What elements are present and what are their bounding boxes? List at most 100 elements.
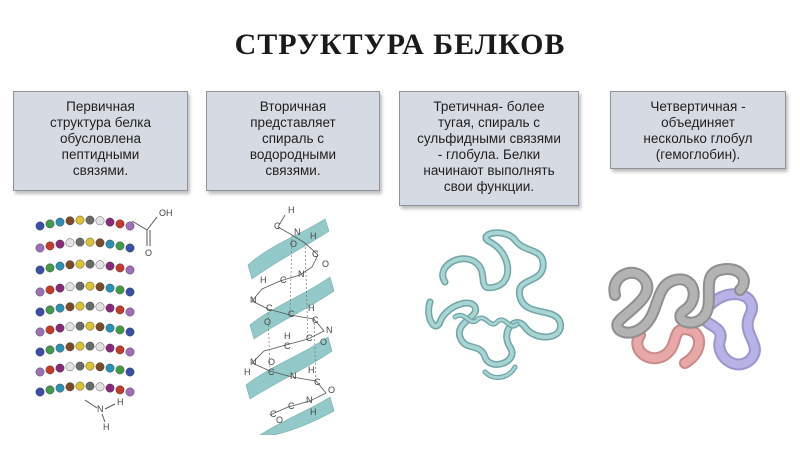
amino-acid-bead bbox=[115, 365, 125, 375]
amino-acid-bead bbox=[85, 259, 95, 269]
secondary-structure-box: Вторичная представляет спираль с водород… bbox=[206, 91, 380, 191]
amino-acid-bead bbox=[115, 325, 125, 335]
amino-acid-bead bbox=[45, 219, 55, 229]
box-line: связями. bbox=[72, 163, 129, 178]
box-line: обусловлена bbox=[59, 131, 142, 146]
amino-acid-bead bbox=[115, 345, 125, 355]
amino-acid-bead bbox=[85, 341, 95, 351]
amino-acid-bead bbox=[65, 260, 75, 270]
amino-acid-bead bbox=[95, 382, 105, 392]
amino-acid-bead bbox=[35, 221, 45, 231]
amino-acid-bead bbox=[105, 343, 115, 353]
amino-acid-bead bbox=[35, 243, 45, 253]
amino-acid-bead bbox=[55, 283, 65, 293]
amino-acid-bead bbox=[85, 361, 95, 371]
amino-acid-bead bbox=[45, 385, 55, 395]
helix-atom-o: O bbox=[322, 259, 329, 269]
amino-acid-bead bbox=[125, 347, 135, 357]
amino-acid-bead bbox=[105, 217, 115, 227]
helix-atom-o: O bbox=[264, 317, 271, 327]
tertiary-ribbon bbox=[425, 229, 564, 380]
helix-atom-n: N bbox=[298, 269, 305, 279]
quaternary-structure-box: Четвертичная - объединяет несколько глоб… bbox=[610, 91, 786, 169]
box-line: тугая, спираль с bbox=[437, 115, 541, 130]
amino-acid-bead bbox=[75, 321, 85, 331]
helix-atom-c: C bbox=[268, 367, 275, 377]
h-label: H bbox=[103, 422, 110, 432]
amino-acid-bead bbox=[45, 325, 55, 335]
helix-atom-o: O bbox=[276, 415, 283, 425]
box-line: Вторичная bbox=[259, 99, 327, 114]
amino-acid-bead bbox=[85, 301, 95, 311]
amino-acid-bead bbox=[55, 323, 65, 333]
amino-acid-bead bbox=[75, 281, 85, 291]
box-line: свои функции. bbox=[443, 179, 535, 194]
amino-acid-bead bbox=[125, 367, 135, 377]
primary-structure-box: Первичная структура белка обусловлена пе… bbox=[13, 91, 188, 191]
amino-acid-bead bbox=[95, 322, 105, 332]
n-label: N bbox=[97, 404, 104, 414]
amino-acid-bead bbox=[115, 285, 125, 295]
amino-acid-bead bbox=[85, 281, 95, 291]
amino-acid-bead bbox=[55, 217, 65, 227]
tertiary-structure-box: Третичная- более тугая, спираль с сульфи… bbox=[399, 91, 579, 206]
helix-atom-c: C bbox=[312, 315, 319, 325]
o-label: O bbox=[145, 248, 152, 258]
box-line: представляет bbox=[250, 115, 336, 130]
helix-atom-o: O bbox=[268, 357, 275, 367]
amino-acid-bead bbox=[85, 381, 95, 391]
primary-bead-chain-illustration: OH O N H H bbox=[35, 208, 173, 432]
amino-acid-bead bbox=[125, 387, 135, 397]
helix-atom-c: C bbox=[314, 377, 321, 387]
helix-atom-c: C bbox=[266, 303, 273, 313]
amino-acid-bead bbox=[95, 282, 105, 292]
amino-acid-bead bbox=[95, 342, 105, 352]
amino-acid-bead bbox=[105, 323, 115, 333]
oh-label: OH bbox=[159, 208, 173, 218]
amino-acid-bead bbox=[95, 216, 105, 226]
helix-atom-n: N bbox=[326, 325, 333, 335]
amino-acid-bead bbox=[45, 345, 55, 355]
amino-acid-bead bbox=[125, 287, 135, 297]
amino-acid-bead bbox=[85, 321, 95, 331]
amino-acid-bead bbox=[115, 219, 125, 229]
box-line: водородными bbox=[249, 147, 337, 162]
box-line: структура белка bbox=[49, 115, 152, 130]
box-line: начинают выполнять bbox=[423, 163, 555, 178]
amino-acid-bead bbox=[125, 243, 135, 253]
helix-atom-h: H bbox=[288, 205, 295, 215]
amino-acid-bead bbox=[125, 307, 135, 317]
bond-line bbox=[101, 413, 106, 423]
amino-acid-bead bbox=[115, 241, 125, 251]
amino-acid-bead bbox=[115, 385, 125, 395]
hydrogen-bonds bbox=[267, 234, 317, 382]
amino-acid-bead bbox=[115, 263, 125, 273]
amino-acid-bead bbox=[55, 383, 65, 393]
amino-acid-bead bbox=[45, 365, 55, 375]
amino-acid-bead bbox=[45, 263, 55, 273]
amino-acid-bead bbox=[55, 239, 65, 249]
helix-atom-n: N bbox=[250, 357, 257, 367]
bond-line bbox=[131, 220, 148, 231]
box-line: спираль с bbox=[261, 131, 325, 146]
amino-acid-bead bbox=[65, 362, 75, 372]
bond-line bbox=[84, 399, 98, 409]
amino-acid-bead bbox=[115, 305, 125, 315]
amino-acid-bead bbox=[65, 382, 75, 392]
quaternary-hemoglobin-illustration bbox=[608, 263, 761, 371]
amino-acid-bead bbox=[85, 215, 95, 225]
amino-acid-bead bbox=[35, 327, 45, 337]
amino-acid-bead bbox=[75, 259, 85, 269]
helix-atom-c: C bbox=[312, 249, 319, 259]
amino-acid-bead bbox=[75, 361, 85, 371]
amino-acid-bead bbox=[95, 260, 105, 270]
amino-acid-bead bbox=[65, 302, 75, 312]
amino-acid-bead bbox=[55, 303, 65, 313]
helix-atom-c: C bbox=[284, 341, 291, 351]
box-line: несколько глобул bbox=[643, 131, 753, 146]
tertiary-globule-illustration bbox=[425, 229, 564, 380]
amino-acid-bead bbox=[45, 285, 55, 295]
helix-atom-h: H bbox=[310, 407, 317, 417]
